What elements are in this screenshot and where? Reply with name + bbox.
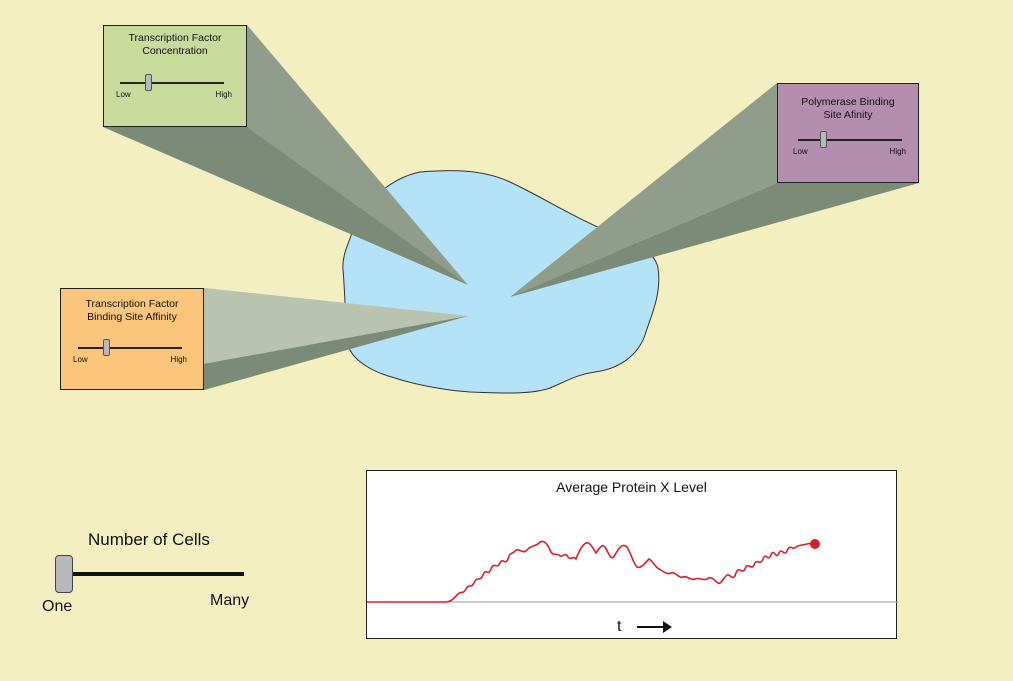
cells-min-label: One	[42, 598, 73, 615]
panel-title-line: Binding Site Affinity	[87, 311, 177, 323]
high-label: High	[215, 90, 232, 99]
high-label: High	[170, 355, 187, 364]
panel-title-line: Transcription Factor	[85, 298, 179, 310]
protein-level-plot: Average Protein X Level t	[366, 470, 898, 639]
panel-title: Polymerase Binding Site Afinity	[778, 96, 918, 122]
time-axis-label: t	[617, 618, 622, 635]
tf-concentration-slider[interactable]	[120, 74, 224, 91]
zoom-beam-side	[510, 83, 777, 297]
zoom-beam-bottom	[103, 127, 468, 285]
zoom-beam-bottom	[510, 183, 919, 297]
panel-title-line: Transcription Factor	[128, 32, 222, 44]
panel-title: Transcription Factor Concentration	[104, 32, 246, 58]
plot-title: Average Protein X Level	[556, 479, 707, 495]
slider-thumb[interactable]	[103, 339, 111, 356]
plot-area	[367, 539, 898, 633]
cells-max-label: Many	[210, 592, 250, 609]
current-value-dot	[810, 539, 820, 549]
arrow-head-icon	[663, 621, 672, 633]
number-of-cells-control: Number of Cells One Many	[40, 528, 280, 618]
polymerase-affinity-panel: Polymerase Binding Site Afinity Low High	[777, 83, 919, 183]
tf-binding-affinity-panel: Transcription Factor Binding Site Affini…	[60, 288, 204, 390]
slider-thumb[interactable]	[819, 131, 827, 148]
cells-slider-track[interactable]	[68, 572, 244, 576]
panel-title-line: Concentration	[142, 45, 208, 57]
low-label: Low	[793, 147, 808, 156]
tf-binding-affinity-slider[interactable]	[78, 339, 182, 356]
polymerase-affinity-slider[interactable]	[798, 131, 902, 148]
low-label: Low	[116, 90, 131, 99]
high-label: High	[889, 147, 906, 156]
panel-title: Transcription Factor Binding Site Affini…	[61, 298, 203, 324]
panel-title-line: Site Afinity	[823, 109, 873, 121]
panel-title-line: Polymerase Binding	[801, 96, 895, 108]
zoom-beam-side	[247, 25, 468, 285]
cells-slider-thumb[interactable]	[55, 555, 73, 593]
cells-slider-title: Number of Cells	[88, 530, 210, 549]
tf-concentration-panel: Transcription Factor Concentration Low H…	[103, 25, 247, 127]
slider-thumb[interactable]	[145, 74, 153, 91]
low-label: Low	[73, 355, 88, 364]
protein-level-trace	[367, 540, 816, 603]
